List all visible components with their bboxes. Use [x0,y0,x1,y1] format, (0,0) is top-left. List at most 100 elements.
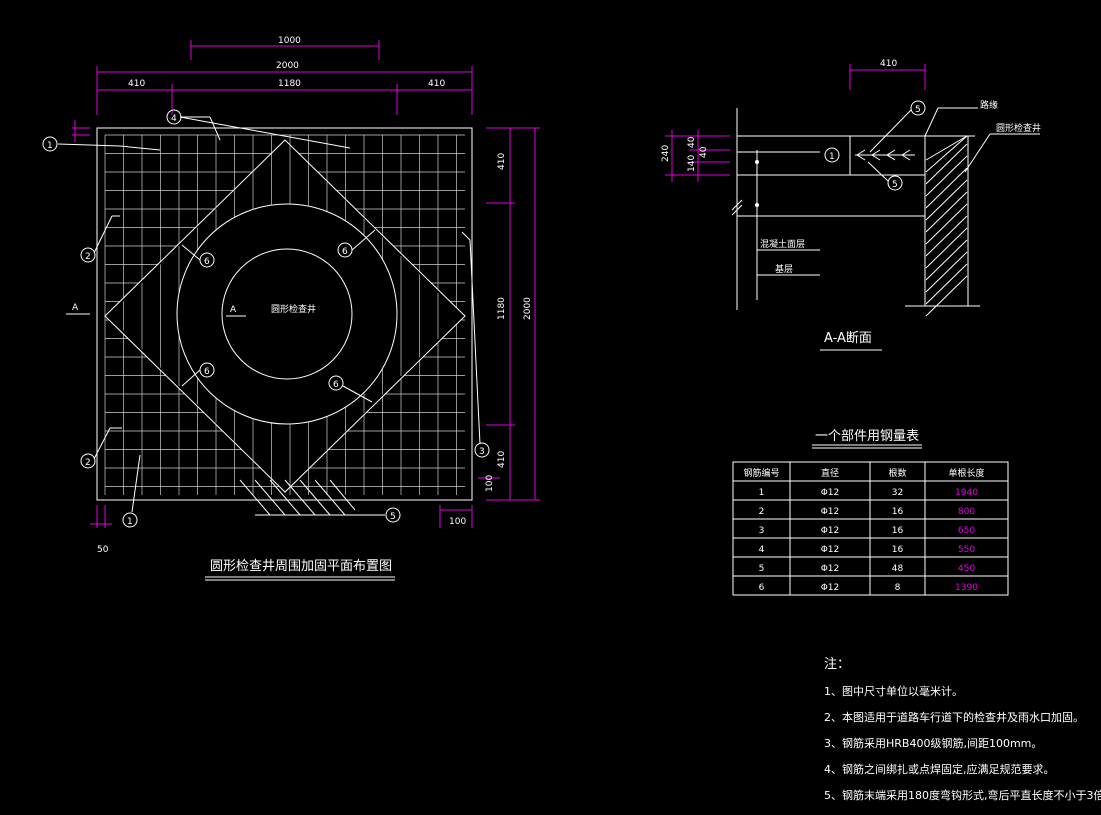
note-5: 5、钢筋末端采用180度弯钩形式,弯后平直长度不小于3倍钢筋直径。 [824,788,1101,802]
plan-view: 圆形检查井 A 1000 2000 410 [42,36,540,581]
callout-6-a-text: 6 [342,247,348,257]
section-callout-5-top [910,100,926,116]
top-dimensions: 1000 2000 410 1180 410 [72,36,473,142]
right-dimensions: 410 1180 2000 410 100 [478,127,540,501]
table-cell: Φ12 [821,564,840,574]
note-1: 1、图中尺寸单位以毫米计。 [824,684,963,698]
section-mark-center: A [230,305,237,315]
table-cell: Φ12 [821,526,840,536]
callout-2-upper [80,247,96,263]
hatch-line [925,191,968,233]
rebar-dot-2 [755,203,759,207]
table-cell: 8 [895,583,901,593]
callout-1-top-text: 1 [47,141,53,151]
callout-6-d-text: 6 [333,380,339,390]
callout-6-d [328,375,344,391]
table-title: 一个部件用钢量表 [815,429,919,444]
section-dim-40a: 40 [687,136,697,148]
dim-bottom-100: 100 [449,517,466,527]
table-cell: 5 [759,564,765,574]
hatch-line [925,179,968,221]
dim-right-410: 410 [428,79,445,89]
table-cell: 32 [892,488,903,498]
callout-1-bottom [122,512,138,528]
wall-hatch [925,135,968,317]
label-concrete: 混凝土面层 [760,238,805,250]
rebar-dot-1 [755,160,759,164]
hatch-line [925,263,968,305]
note-3: 3、钢筋采用HRB400级钢筋,间距100mm。 [824,736,1042,750]
table-cell: 450 [958,564,975,574]
callout-3-text: 3 [479,447,485,457]
callouts: 1 2 2 1 3 4 5 6 6 [42,109,490,528]
diamond-rebar [123,145,439,487]
hatch-line [925,155,968,197]
dim-r-mid-1180: 1180 [497,297,507,320]
hatch-line [925,135,968,161]
table-cell: 16 [892,545,904,555]
hatch-line [925,275,968,317]
section-dim-410: 410 [880,59,897,69]
section-title: A-A断面 [824,331,872,346]
callout-2-upper-text: 2 [85,252,91,262]
hatch-bottom [239,479,380,516]
table-header-cell: 单根长度 [948,467,984,479]
section-callout-1 [824,147,840,163]
hatch-line [925,135,968,173]
section-dim-240: 240 [661,145,671,162]
section-dims: 410 240 40 40 140 [661,59,926,182]
callout-5-text: 5 [390,512,396,522]
table-cell: 550 [958,545,975,555]
hatch-line [925,227,968,269]
bottom-dimensions: 50 100 [90,505,473,555]
table-cell: 48 [892,564,904,574]
dim-r-top-410: 410 [497,153,507,170]
callout-1-bottom-text: 1 [127,517,133,527]
dim-bottom-50: 50 [97,545,109,555]
notes-heading: 注： [824,657,850,672]
callout-4-text: 4 [171,114,177,124]
hatch-line [925,239,968,281]
callout-6-c-text: 6 [204,367,210,377]
plan-frame [96,127,473,501]
hatch-line [925,167,968,209]
table-header-cell: 钢筋编号 [743,467,779,479]
callout-5 [385,507,401,523]
table-cell: Φ12 [821,488,840,498]
rebar-arrows [855,149,915,161]
dim-top-1000: 1000 [278,36,301,46]
table-cell: 1940 [955,488,978,498]
table-cell: Φ12 [821,583,840,593]
hatch-line [925,251,968,293]
dim-r-overall-2000: 2000 [523,297,533,320]
well-circle [221,248,353,380]
hatch-line [925,203,968,245]
note-4: 4、钢筋之间绑扎或点焊固定,应满足规范要求。 [824,762,1055,776]
plan-title: 圆形检查井周围加固平面布置图 [210,559,392,574]
note-2: 2、本图适用于道路车行道下的检查井及雨水口加固。 [824,710,1084,724]
callout-3 [474,442,490,458]
table-cell: 800 [958,507,975,517]
label-curb: 路缘 [980,99,998,111]
dim-r-100: 100 [485,475,495,492]
section-view: 410 240 40 40 140 路缘 圆形检查井 混凝土面层 基层 5 1 … [661,59,1041,351]
table-cell: 16 [892,526,904,536]
section-callout-1-text: 1 [829,152,835,162]
table-header-cell: 直径 [821,467,839,479]
hatch-line [925,143,968,185]
table-cell: 6 [759,583,765,593]
table-cell: Φ12 [821,545,840,555]
callout-1-top [42,136,58,152]
section-callout-5-bottom-text: 5 [892,180,898,190]
table-cell: 3 [759,526,765,536]
table-cell: 1390 [955,583,978,593]
callout-2-lower-text: 2 [85,458,91,468]
label-base: 基层 [775,263,793,275]
dim-r-bottom-410: 410 [497,451,507,468]
section-dim-40b: 40 [699,146,709,158]
table-cell: 650 [958,526,975,536]
section-callout-5-top-text: 5 [915,105,921,115]
table-cell: Φ12 [821,507,840,517]
